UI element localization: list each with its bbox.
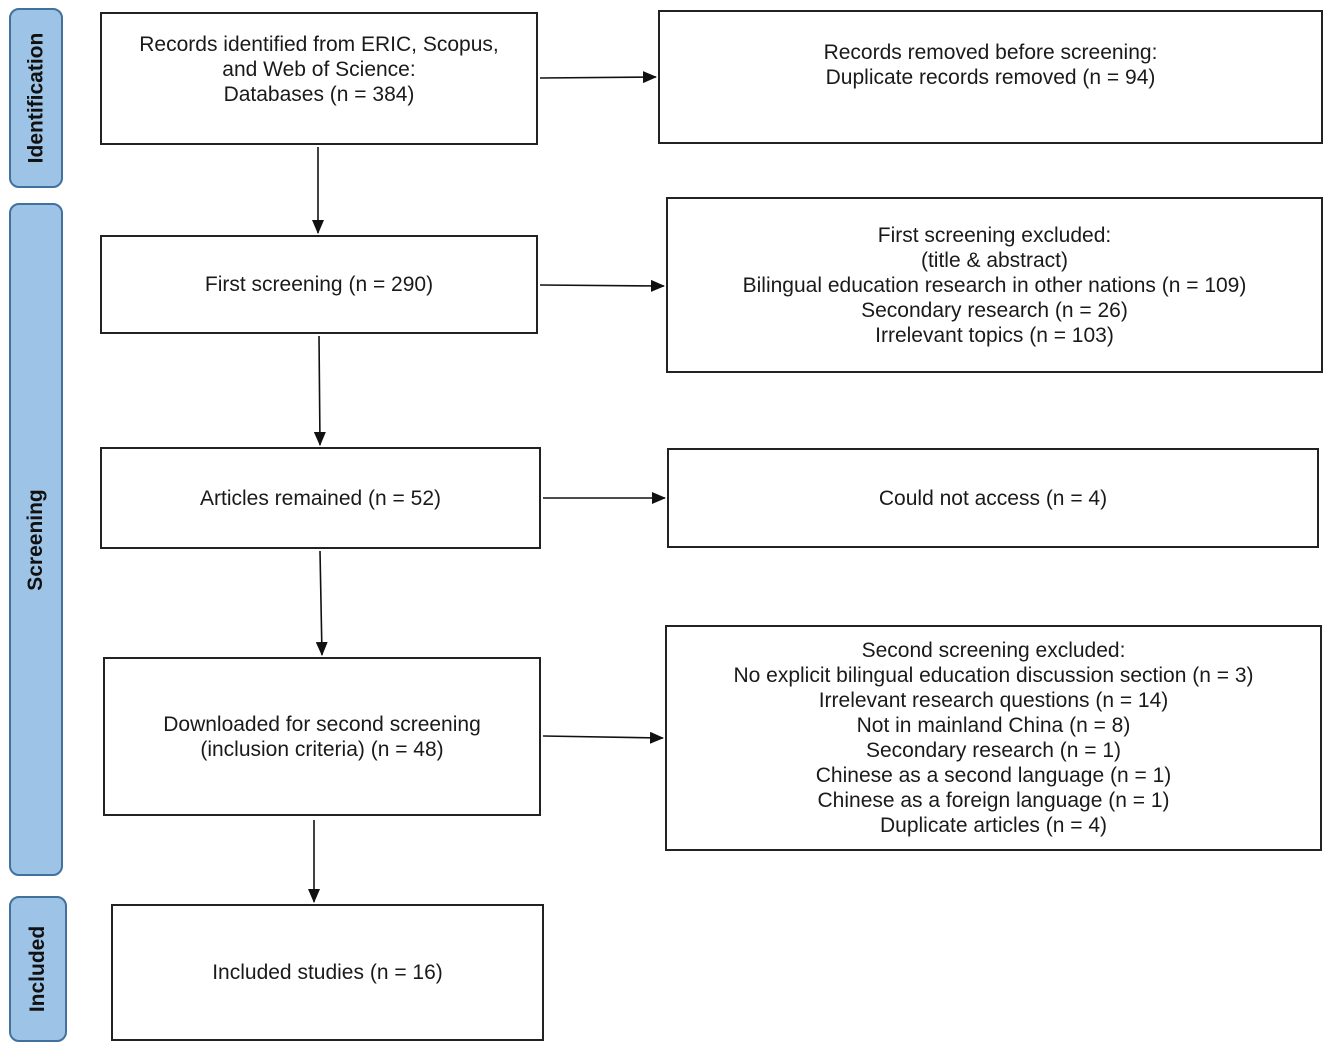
box-line: First screening (n = 290): [204, 273, 434, 296]
arrow-first-screening-to-remained: [313, 335, 326, 446]
box-line: and Web of Science:: [222, 58, 416, 81]
box-line: Chinese as a foreign language (n = 1): [817, 789, 1170, 812]
box-line: Records removed before screening:: [823, 41, 1158, 64]
box-line: Could not access (n = 4): [878, 486, 1108, 510]
box-records-removed: Records removed before screening: Duplic…: [658, 10, 1323, 144]
arrow-downloaded-to-second-excluded: [542, 731, 664, 744]
box-articles-remained: Articles remained (n = 52): [100, 447, 541, 549]
box-line: Duplicate records removed (n = 94): [825, 66, 1156, 89]
box-line: Articles remained (n = 52): [199, 486, 442, 510]
box-line: No explicit bilingual education discussi…: [733, 664, 1254, 687]
box-line: Irrelevant topics (n = 103): [875, 323, 1114, 347]
box-line: (inclusion criteria) (n = 48): [200, 737, 444, 761]
box-could-not-access: Could not access (n = 4): [667, 448, 1319, 548]
box-line: Downloaded for second screening: [163, 712, 481, 736]
box-line: Secondary research (n = 1): [865, 739, 1122, 762]
box-line: Chinese as a second language (n = 1): [815, 764, 1172, 787]
box-line: Second screening excluded:: [861, 639, 1126, 662]
box-line: Databases (n = 384): [223, 83, 415, 106]
phase-included: Included: [9, 896, 67, 1042]
box-line: Bilingual education research in other na…: [742, 273, 1247, 297]
box-included-studies: Included studies (n = 16): [111, 904, 544, 1041]
box-line: Duplicate articles (n = 4): [879, 814, 1107, 837]
phase-screening: Screening: [9, 203, 63, 876]
box-line: Records identified from ERIC, Scopus,: [139, 33, 499, 56]
box-line: First screening excluded:: [877, 223, 1112, 247]
box-line: Secondary research (n = 26): [861, 298, 1128, 322]
box-line: (title & abstract): [920, 248, 1069, 272]
box-downloaded-second: Downloaded for second screening (inclusi…: [103, 657, 541, 816]
phase-identification: Identification: [9, 8, 63, 188]
box-first-excluded: First screening excluded: (title & abstr…: [666, 197, 1323, 373]
box-first-screening: First screening (n = 290): [100, 235, 538, 334]
box-second-excluded: Second screening excluded: No explicit b…: [665, 625, 1322, 851]
box-line: Not in mainland China (n = 8): [856, 714, 1131, 737]
box-records-identified: Records identified from ERIC, Scopus, an…: [100, 12, 538, 145]
arrow-identified-to-removed: [539, 71, 657, 84]
box-line: Included studies (n = 16): [212, 961, 443, 984]
arrow-first-screening-to-excluded: [539, 279, 665, 292]
box-line: Irrelevant research questions (n = 14): [818, 689, 1169, 712]
arrow-remained-to-downloaded: [315, 550, 328, 656]
